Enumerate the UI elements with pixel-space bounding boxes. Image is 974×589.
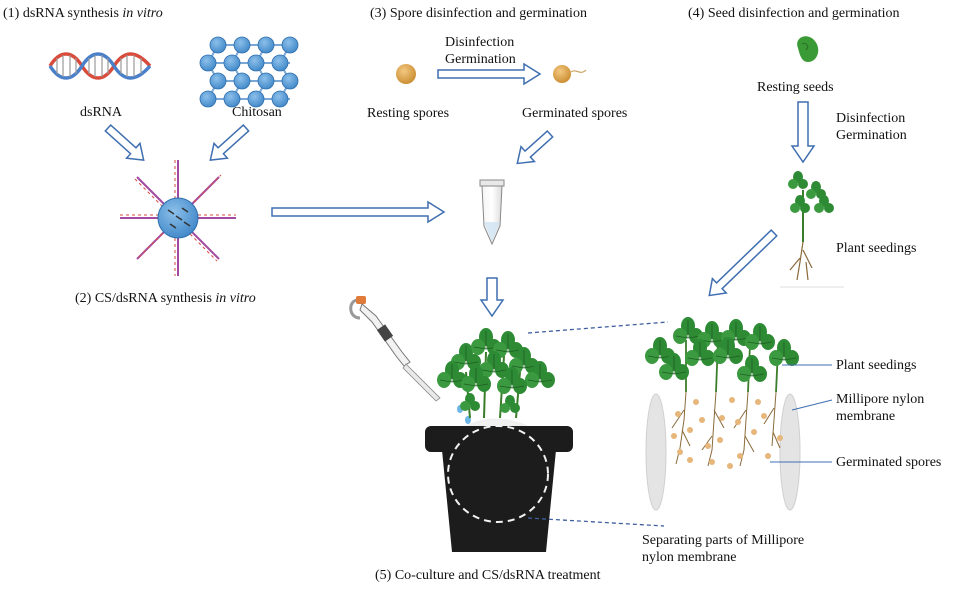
dsrna-helix-icon [48, 52, 152, 80]
separating-label-line2: nylon membrane [642, 550, 737, 565]
connector-line-top [527, 321, 669, 334]
separating-label-line1: Separating parts of Millipore [642, 533, 805, 548]
plant-seedling-icon [780, 171, 844, 288]
detail-seedlings-label: Plant seedings [836, 358, 917, 373]
plant-seedlings-label: Plant seedings [836, 241, 917, 256]
spore-step-germination: Germination [445, 52, 516, 67]
membrane-label-line1: Millipore nylon [836, 392, 925, 407]
resting-seeds-label: Resting seeds [757, 80, 834, 95]
arrow-chitosan-to-cs [209, 123, 250, 161]
mix-tube-icon [479, 179, 505, 246]
resting-spore-icon [396, 64, 416, 84]
seed-step-germination: Germination [836, 128, 907, 143]
dsrna-label: dsRNA [80, 105, 123, 120]
arrow-spores-to-mix [516, 129, 554, 165]
section-3-title: (3) Spore disinfection and germination [370, 6, 587, 21]
pipette-icon [349, 296, 471, 424]
arrow-mix-to-pot [479, 277, 505, 318]
section-2-title: (2) CS/dsRNA synthesis in vitro [75, 291, 256, 306]
nylon-membrane-left [645, 393, 667, 511]
chitosan-lattice-icon [199, 36, 299, 108]
arrow-seed-disinfection [790, 101, 816, 164]
resting-seed-icon [797, 36, 819, 62]
pot-plants-icon [425, 327, 573, 552]
cs-dsrna-nanoparticle-icon [120, 160, 236, 276]
connector-line-bottom [527, 517, 665, 527]
resting-spores-label: Resting spores [367, 106, 450, 121]
germinated-spore-icon [553, 65, 587, 83]
section-5-title: (5) Co-culture and CS/dsRNA treatment [375, 568, 601, 583]
arrow-seedlings-to-detail [708, 229, 778, 297]
germinated-spores-label: Germinated spores [522, 106, 628, 121]
germinated-spores-detail-label: Germinated spores [836, 455, 942, 470]
detail-seedlings-icon [644, 316, 800, 469]
arrow-spore-disinfection [437, 62, 542, 86]
section-1-title: (1) dsRNA synthesis in vitro [3, 6, 163, 21]
nylon-membrane-right [779, 393, 801, 511]
arrow-cs-to-mix [271, 200, 446, 224]
spore-step-disinfection: Disinfection [445, 35, 515, 50]
pointer-membrane [791, 399, 833, 411]
chitosan-label: Chitosan [232, 105, 282, 120]
seed-step-disinfection: Disinfection [836, 111, 906, 126]
section-4-title: (4) Seed disinfection and germination [688, 6, 900, 21]
arrow-dsrna-to-cs [104, 123, 145, 161]
membrane-label-line2: membrane [836, 409, 896, 424]
